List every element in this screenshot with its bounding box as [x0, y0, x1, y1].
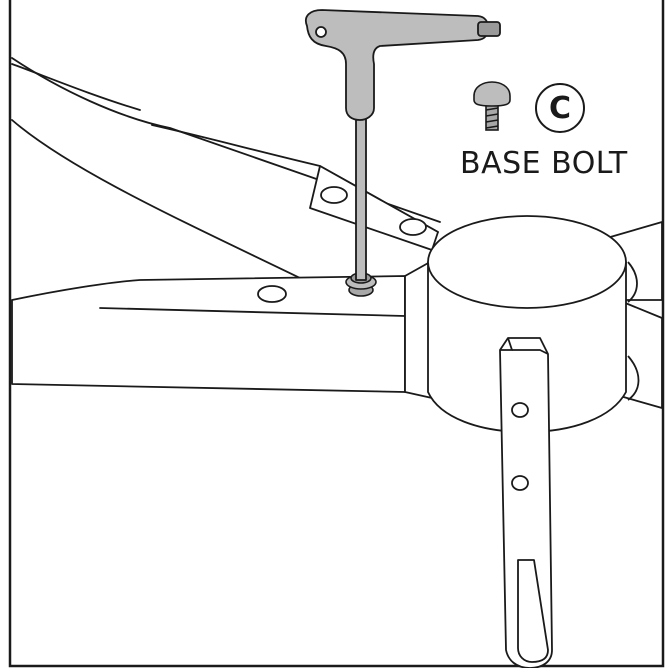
- down-leg-hole-1: [511, 402, 529, 418]
- callout-circle: [535, 83, 585, 133]
- hex-key-icon: [305, 9, 501, 281]
- upper-leg: [11, 57, 441, 279]
- front-leg: [11, 261, 433, 399]
- part-name-label: BASE BOLT: [460, 146, 628, 181]
- upper-leg-hole-1: [320, 186, 348, 204]
- upper-leg-hole-2: [399, 218, 427, 236]
- down-leg-hole-2: [511, 475, 529, 491]
- front-leg-hole: [257, 285, 287, 303]
- page-border: [8, 0, 665, 668]
- down-leg: [499, 337, 553, 668]
- part-letter: C: [548, 90, 572, 126]
- bolt-icon: [473, 81, 511, 131]
